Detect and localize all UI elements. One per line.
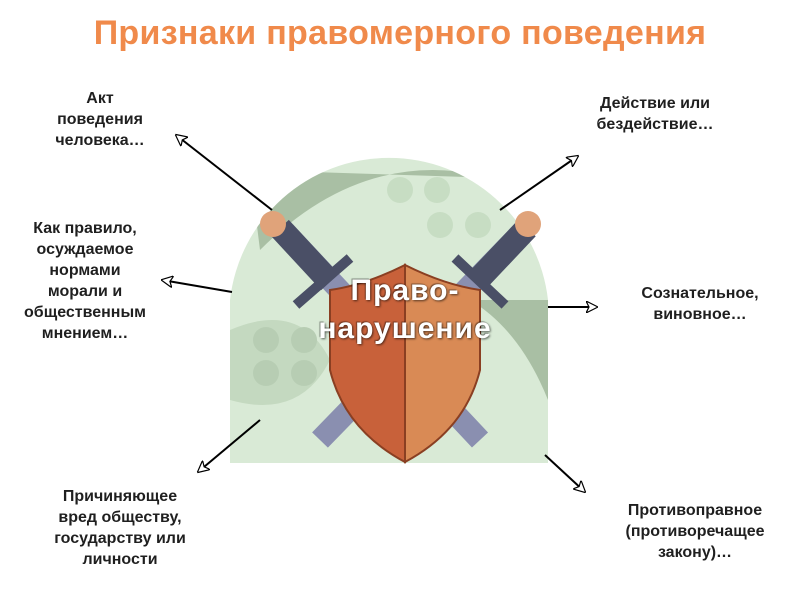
arrow-unlawful bbox=[544, 454, 585, 492]
page-title: Признаки правомерного поведения bbox=[93, 14, 707, 52]
arrow-action bbox=[499, 156, 578, 211]
arrow-morals bbox=[162, 280, 233, 293]
shield bbox=[329, 263, 481, 464]
feature-act: Акт поведения человека… bbox=[55, 90, 145, 149]
feature-harm: Причиняющее вред обществу, государству и… bbox=[54, 488, 186, 568]
feature-unlawful: Противоправное (противоречащее закону)… bbox=[625, 502, 765, 561]
feature-conscious: Сознательное, виновное… bbox=[641, 285, 759, 323]
feature-action: Действие или бездействие… bbox=[596, 95, 714, 133]
arrow-act bbox=[176, 135, 273, 211]
center-label: Право- нарушение bbox=[318, 274, 492, 345]
feature-morals: Как правило, осуждаемое нормами морали и… bbox=[24, 220, 146, 342]
arrows bbox=[162, 135, 597, 492]
arrow-harm bbox=[198, 419, 261, 472]
